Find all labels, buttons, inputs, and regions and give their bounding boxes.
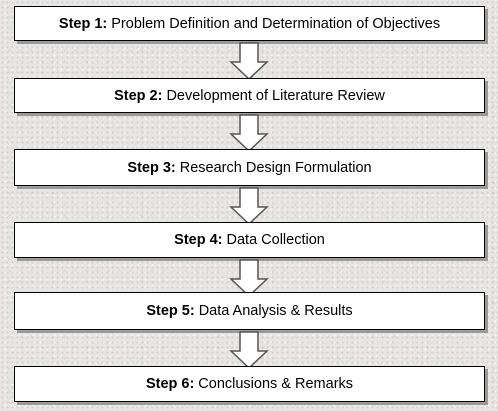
step-1-text: Problem Definition and Determination of … <box>111 15 441 32</box>
step-3-text: Research Design Formulation <box>179 159 372 176</box>
step-4-text: Data Collection <box>226 232 325 248</box>
step-5-box: Step 5: Data Analysis & Results <box>14 292 485 330</box>
step-6-box: Step 6: Conclusions & Remarks <box>14 366 485 402</box>
down-arrow-icon <box>229 331 269 369</box>
down-arrow-icon <box>229 187 269 225</box>
step-4-box: Step 4: Data Collection <box>14 222 485 258</box>
down-arrow-icon <box>229 259 269 297</box>
step-3-box: Step 3: Research Design Formulation <box>14 149 485 186</box>
step-3-label: Step 3: <box>127 159 176 176</box>
step-1-label: Step 1: <box>58 15 108 32</box>
step-2-box: Step 2: Development of Literature Review <box>14 78 485 113</box>
step-1-box: Step 1: Problem Definition and Determina… <box>14 6 485 41</box>
step-5-text: Data Analysis & Results <box>198 303 353 319</box>
step-5-label: Step 5: <box>146 303 195 319</box>
step-2-text: Development of Literature Review <box>166 87 385 104</box>
step-4-label: Step 4: <box>174 232 223 248</box>
step-6-label: Step 6: <box>145 376 195 392</box>
down-arrow-icon <box>229 42 269 80</box>
step-2-label: Step 2: <box>114 87 163 104</box>
step-6-text: Conclusions & Remarks <box>198 376 354 392</box>
down-arrow-icon <box>229 114 269 152</box>
